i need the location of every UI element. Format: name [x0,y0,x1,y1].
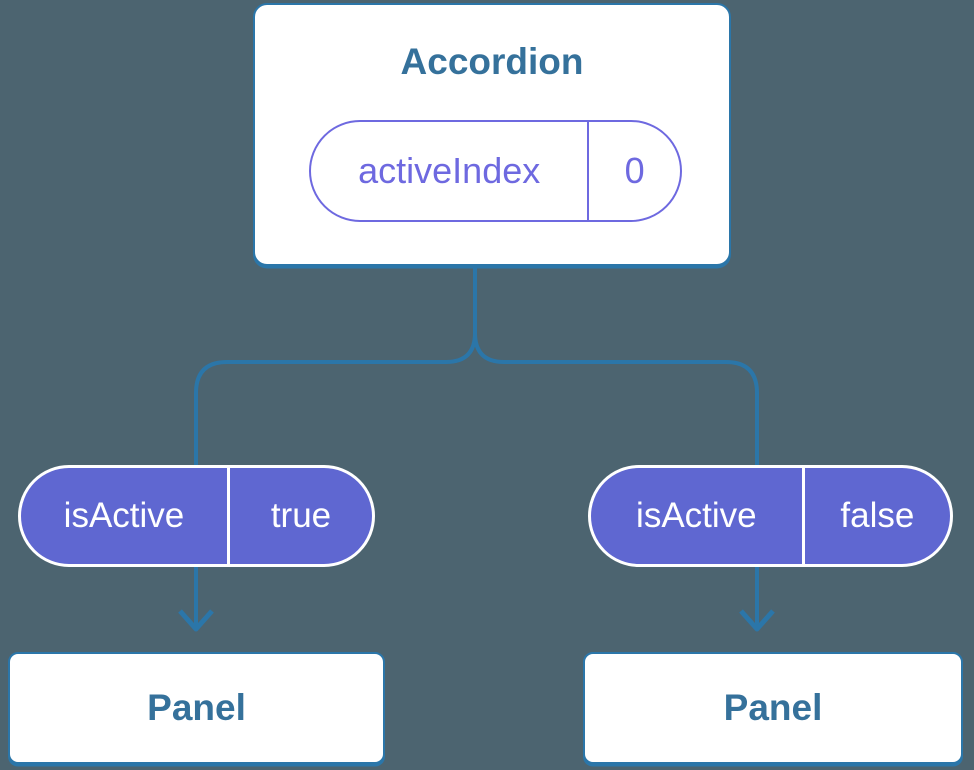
panel-node-left: Panel [8,652,385,764]
prop-name: isActive [636,496,757,535]
accordion-node-title: Accordion [400,41,584,82]
panel-node-title: Panel [723,687,823,728]
connector-left-branch [194,265,477,628]
prop-pill-isactive-true: isActive true [18,465,375,567]
pill-divider [587,122,590,220]
prop-value: false [840,496,915,535]
pill-divider [801,468,805,564]
prop-value: true [270,496,332,535]
state-value: 0 [624,150,645,191]
panel-node-title: Panel [147,687,246,728]
prop-name: isActive [63,496,185,535]
panel-node-right: Panel [583,652,963,764]
pill-divider [226,468,230,564]
arrow-down-icon [178,609,214,632]
prop-pill-isactive-false: isActive false [588,465,953,567]
arrow-down-icon [739,609,775,632]
state-pill-activeindex: activeIndex 0 [309,120,682,222]
accordion-node: Accordion activeIndex 0 [253,3,731,266]
state-name: activeIndex [358,150,541,191]
connector-right-branch [473,265,759,628]
